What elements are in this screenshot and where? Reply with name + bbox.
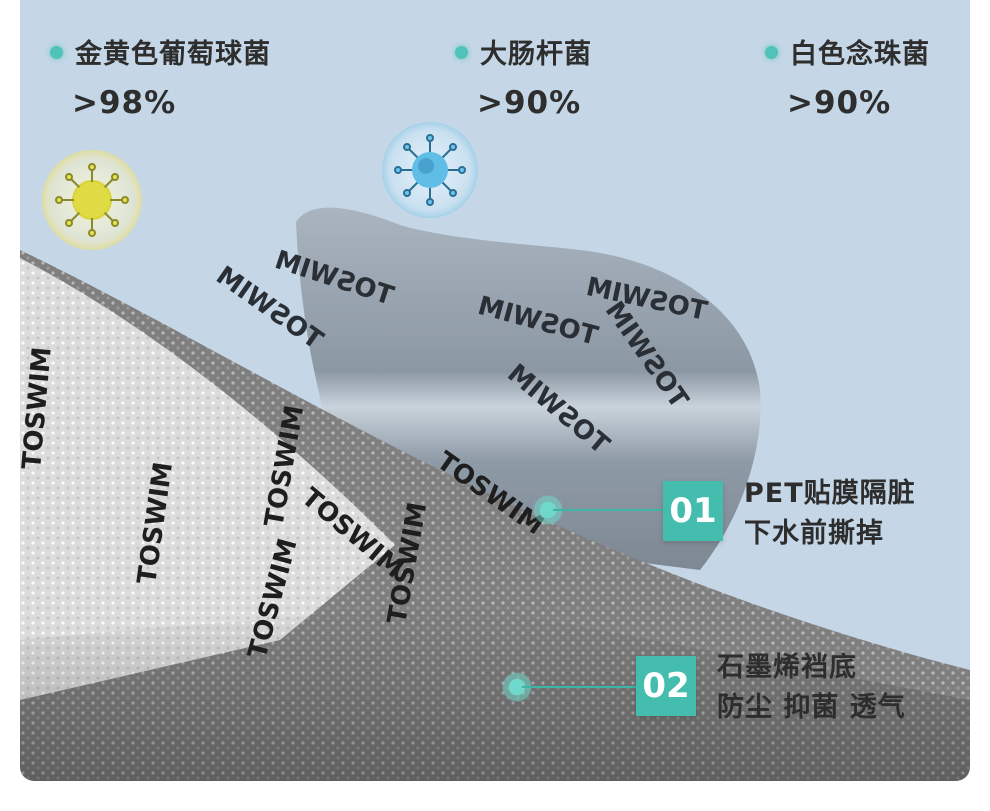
stat-name: 白色念珠菌 — [790, 39, 930, 70]
callout-line-1: PET贴膜隔脏 — [744, 478, 916, 509]
stat-value: >98% — [72, 85, 177, 121]
bacteria-yellow-icon — [42, 150, 142, 250]
callout-line-1: 石墨烯裆底 — [717, 652, 857, 683]
callout-text: 石墨烯裆底 防尘 抑菌 透气 — [717, 648, 906, 728]
callout-text: PET贴膜隔脏 下水前撕掉 — [744, 474, 916, 554]
stat-candida: 白色念珠菌 >90% — [765, 32, 930, 121]
stat-staphylococcus: 金黄色葡萄球菌 >98% — [50, 32, 271, 121]
callout-number-badge: 02 — [636, 656, 696, 716]
stat-name: 大肠杆菌 — [480, 39, 592, 70]
callout-line — [522, 686, 636, 688]
fabric-shadow — [20, 600, 970, 781]
stat-value: >90% — [477, 85, 582, 121]
bacteria-blue-icon — [382, 122, 478, 218]
product-detail-card: TOSWIM TOSWIM TOSWIM TOSWIM TOSWIM TOSWI… — [20, 0, 970, 781]
callout-line — [553, 509, 663, 511]
callout-number-badge: 01 — [663, 481, 723, 541]
bullet-dot-icon — [455, 46, 468, 59]
callout-line-2: 防尘 抑菌 透气 — [717, 692, 906, 723]
fabric-fold — [20, 258, 395, 700]
stat-name: 金黄色葡萄球菌 — [75, 39, 271, 70]
bullet-dot-icon — [765, 46, 778, 59]
stat-ecoli: 大肠杆菌 >90% — [455, 32, 592, 121]
stat-value: >90% — [787, 85, 892, 121]
fabric-scene: TOSWIM TOSWIM TOSWIM TOSWIM TOSWIM TOSWI… — [20, 122, 970, 781]
bullet-dot-icon — [50, 46, 63, 59]
callout-line-2: 下水前撕掉 — [744, 518, 884, 549]
